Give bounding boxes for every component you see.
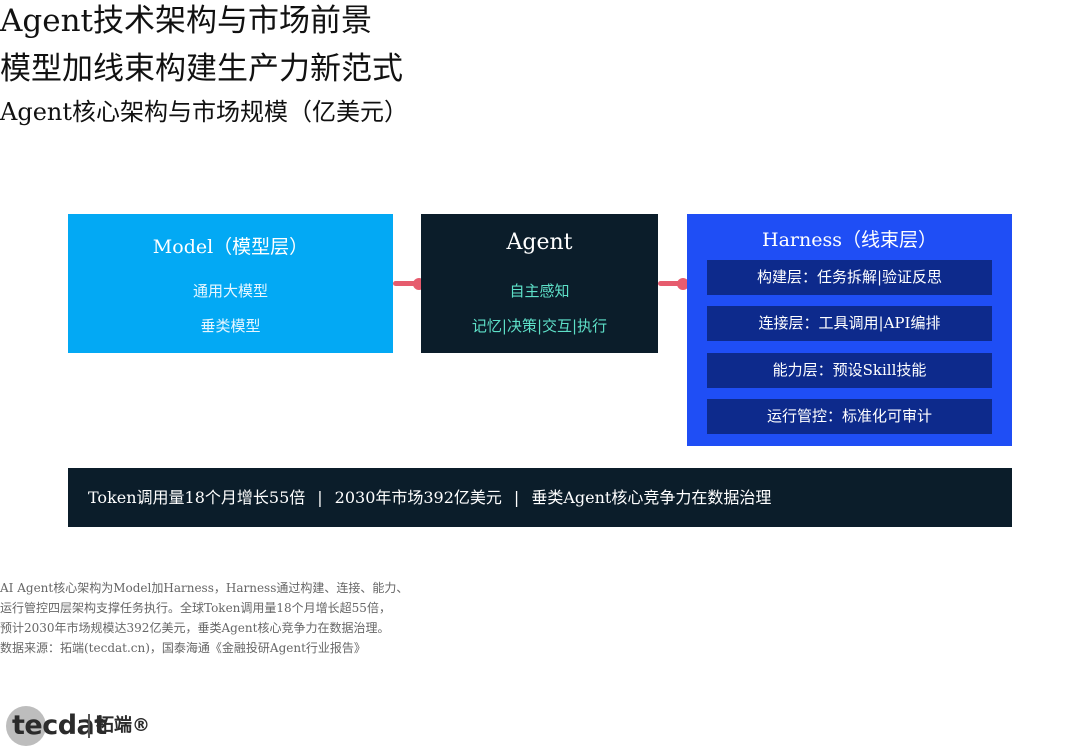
harness-layer-connect: 连接层：工具调用|API编排 (707, 306, 992, 341)
chart-title: Agent核心架构与市场规模（亿美元） (0, 98, 408, 126)
note-line: 预计2030年市场规模达392亿美元，垂类Agent核心竞争力在数据治理。 (0, 621, 390, 635)
model-item-general: 通用大模型 (192, 282, 268, 300)
tecdat-logo: tecdat 拓端® (6, 704, 166, 748)
harness-layer-build: 构建层：任务拆解|验证反思 (707, 260, 992, 295)
note-line: 运行管控四层架构支撑任务执行。全球Token调用量18个月增长超55倍， (0, 601, 391, 615)
agent-item-capabilities: 记忆|决策|交互|执行 (471, 317, 608, 335)
agent-harness-connector-dot (677, 278, 689, 290)
model-box-title: Model（模型层） (152, 236, 309, 258)
stat-separator: | (513, 488, 520, 507)
harness-layer-capability: 能力层：预设Skill技能 (707, 353, 992, 388)
stat-market-size: 2030年市场392亿美元 (334, 488, 502, 507)
source-line: 数据来源：拓端(tecdat.cn)，国泰海通《金融投研Agent行业报告》 (0, 641, 366, 655)
harness-layer-governance: 运行管控：标准化可审计 (707, 399, 992, 434)
agent-harness-connector (658, 281, 685, 286)
agent-item-perception: 自主感知 (509, 282, 570, 300)
stat-data-governance: 垂类Agent核心竞争力在数据治理 (531, 488, 772, 507)
footnotes: AI Agent核心架构为Model加Harness，Harness通过构建、连… (0, 578, 408, 658)
logo-wordmark: tecdat (12, 710, 107, 741)
main-title: Agent技术架构与市场前景 (0, 3, 372, 39)
note-line: AI Agent核心架构为Model加Harness，Harness通过构建、连… (0, 581, 409, 595)
agent-box: Agent 自主感知 记忆|决策|交互|执行 (421, 214, 658, 353)
model-agent-connector (393, 281, 419, 286)
stat-separator: | (317, 488, 323, 507)
logo-chinese-name: 拓端® (96, 715, 150, 736)
stat-token-growth: Token调用量18个月增长55倍 (88, 488, 306, 507)
subtitle: 模型加线束构建生产力新范式 (0, 51, 403, 87)
model-layer-box: Model（模型层） 通用大模型 垂类模型 (68, 214, 393, 353)
harness-box-title: Harness（线束层） (762, 229, 937, 251)
key-stats-bar: Token调用量18个月增长55倍 | 2030年市场392亿美元 | 垂类Agent核… (68, 468, 1012, 527)
logo-divider (88, 714, 90, 738)
logo-circle-mark (6, 706, 46, 746)
model-item-vertical: 垂类模型 (200, 317, 261, 335)
harness-layer-box: Harness（线束层） 构建层：任务拆解|验证反思 连接层：工具调用|API编… (687, 214, 1012, 446)
agent-box-title: Agent (506, 230, 573, 255)
